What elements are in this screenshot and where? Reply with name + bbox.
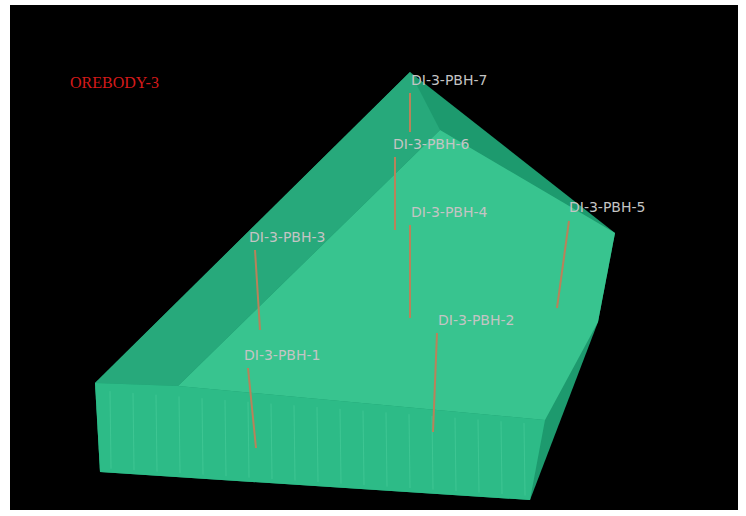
streak — [317, 407, 318, 482]
streak — [179, 396, 180, 473]
streak — [225, 400, 226, 476]
streak — [156, 395, 157, 472]
streak — [455, 418, 456, 491]
drill-hole — [409, 93, 411, 132]
black-ground — [10, 5, 738, 510]
drill-hole-label: DI-3-PBH-5 — [569, 199, 645, 216]
streak — [363, 411, 364, 485]
streak-texture — [110, 391, 525, 495]
streak — [501, 421, 502, 494]
orebody-back-face — [95, 72, 440, 386]
drill-hole — [255, 250, 260, 330]
drill-hole — [394, 157, 396, 230]
drill-hole — [557, 221, 569, 308]
drill-hole — [409, 225, 411, 318]
streak — [524, 423, 525, 496]
streak — [386, 412, 387, 486]
drill-hole-label: DI-3-PBH-1 — [244, 347, 320, 364]
streak — [478, 419, 479, 492]
drill-hole — [248, 368, 256, 448]
drill-holes — [248, 93, 569, 448]
streak — [294, 405, 295, 480]
streak — [409, 414, 410, 488]
drill-hole-label: DI-3-PBH-3 — [249, 229, 325, 246]
orebody-silhouette — [95, 72, 615, 500]
streak — [110, 391, 111, 468]
drill-hole-label: DI-3-PBH-2 — [438, 312, 514, 329]
drill-hole-label: DI-3-PBH-7 — [411, 72, 487, 89]
orebody-front-face — [95, 383, 545, 500]
title: OREBODY-3 — [70, 74, 159, 91]
drill-hole — [433, 333, 437, 432]
drill-hole-label: DI-3-PBH-6 — [393, 136, 469, 153]
streak — [248, 402, 249, 478]
streak — [133, 393, 134, 470]
drill-hole-label: DI-3-PBH-4 — [411, 204, 487, 221]
streak — [271, 404, 272, 480]
streak — [202, 398, 203, 474]
streak — [340, 409, 341, 484]
